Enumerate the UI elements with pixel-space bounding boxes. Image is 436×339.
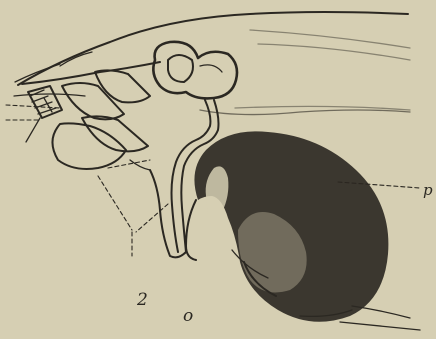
label-p: p <box>423 183 433 198</box>
label-o: o <box>183 308 193 325</box>
panel-number: 2 <box>137 292 148 309</box>
